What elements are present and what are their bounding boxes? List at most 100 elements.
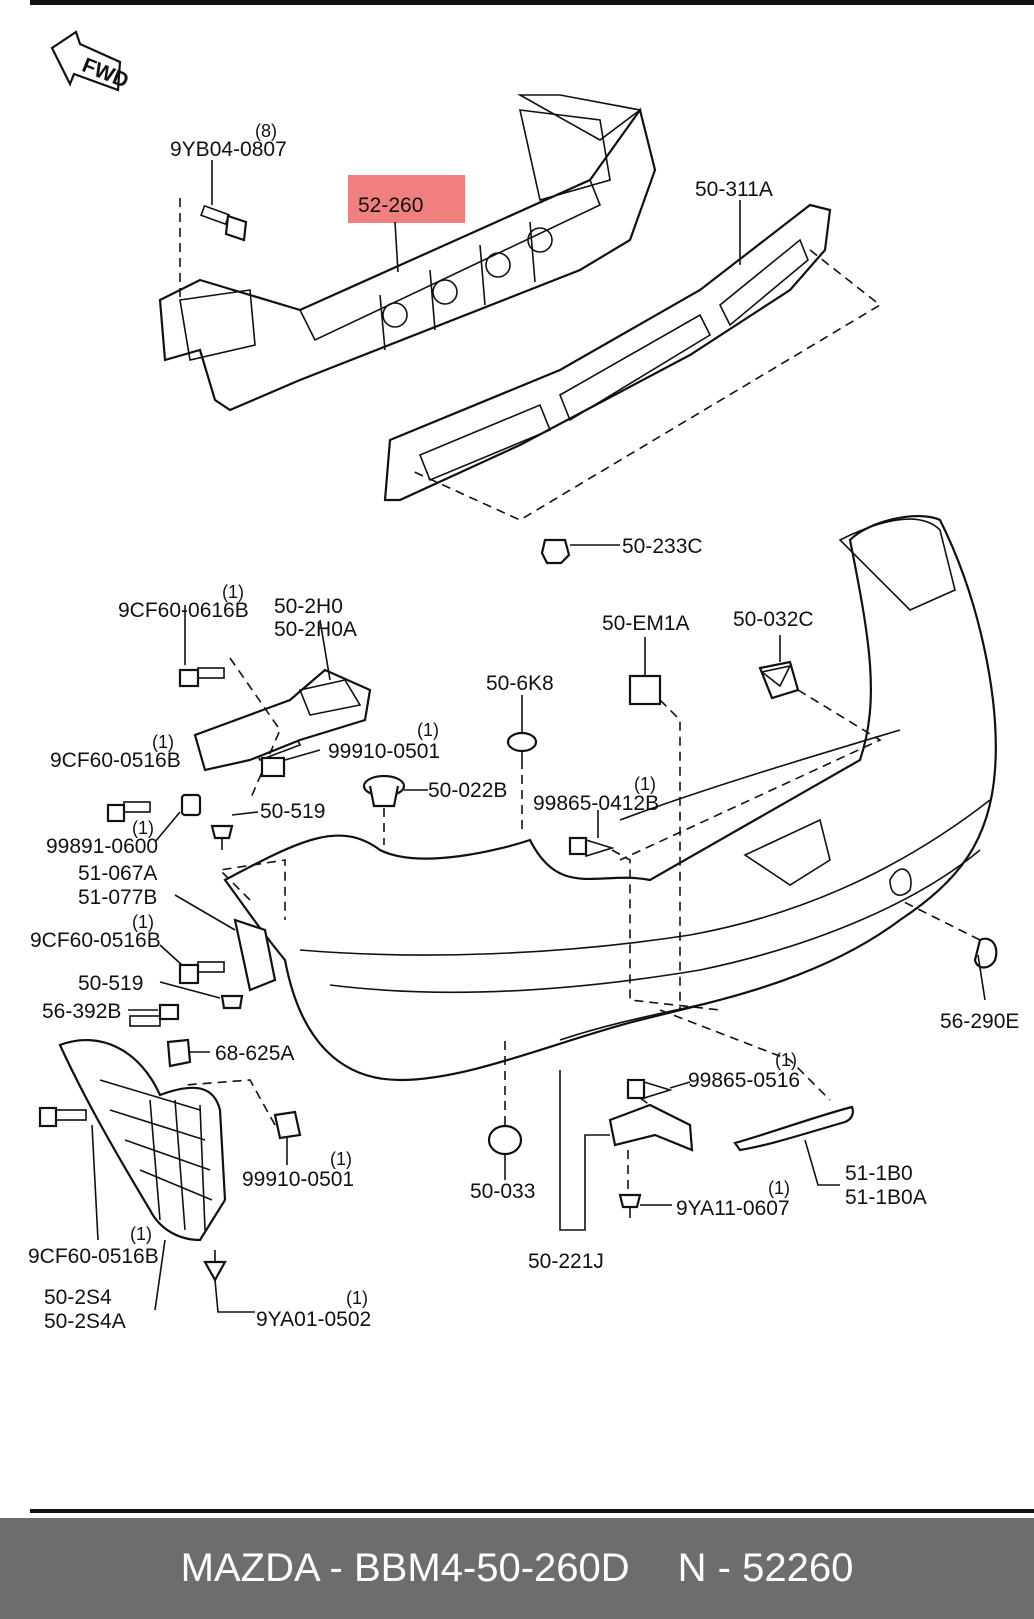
bolt-icon <box>178 667 225 688</box>
stay-bracket-part <box>608 1103 694 1152</box>
screw-icon <box>203 1250 227 1283</box>
part-code-label: 99910-0501 <box>242 1168 354 1191</box>
grommet-icon <box>220 994 244 1010</box>
splash-shield-part <box>58 1039 227 1242</box>
part-code-label: 50-033 <box>470 1180 535 1203</box>
qty-label: (1) <box>130 1224 152 1244</box>
part-code-label: 56-392B <box>42 1000 121 1023</box>
nut-icon <box>180 793 202 817</box>
bottom-border <box>30 1509 1034 1513</box>
top-border <box>30 0 1034 5</box>
qty-label: (1) <box>634 774 656 794</box>
part-code-label: 50-519 <box>78 972 143 995</box>
qty-label: (1) <box>222 582 244 602</box>
callout-9cf60-0516b-b: (1) 9CF60-0516B <box>30 912 161 952</box>
qty-label: (1) <box>152 732 174 752</box>
part-code-label: 9CF60-0516B <box>50 749 181 772</box>
callout-9yb04-0807: (8) 9YB04-0807 <box>170 121 287 161</box>
label-plate-part <box>628 674 662 706</box>
bolt-icon <box>200 204 248 242</box>
fwd-arrow-icon: FWD <box>50 30 132 93</box>
callout-99910-0501-b: (1) 99910-0501 <box>242 1149 354 1191</box>
screw-icon <box>618 1193 642 1218</box>
qty-label: (1) <box>417 720 439 740</box>
callout-9cf60-0516b-c: (1) 9CF60-0516B <box>28 1224 159 1268</box>
part-code-label: 52-260 <box>358 194 423 217</box>
callout-50-519-b: 50-519 <box>78 972 143 995</box>
bolt-icon <box>38 1106 87 1128</box>
callout-50-em1a: 50-EM1A <box>602 612 690 635</box>
clip-icon <box>273 1110 302 1140</box>
part-code-label: 50-2H0 <box>274 595 343 618</box>
part-code-label: 51-067A <box>78 862 157 885</box>
bolt-icon <box>178 961 225 985</box>
qty-label: (1) <box>768 1178 790 1198</box>
part-code-label: 9CF60-0516B <box>30 929 161 952</box>
callout-50-233c: 50-233C <box>622 535 703 558</box>
callout-50-2s4: 50-2S4 50-2S4A <box>44 1286 126 1333</box>
callout-99910-0501-a: (1) 99910-0501 <box>328 720 440 763</box>
retainer-icon <box>758 660 800 700</box>
callout-68-625a: 68-625A <box>215 1042 294 1065</box>
part-code-label: 9YA11-0607 <box>676 1197 790 1220</box>
energy-absorber-part <box>383 203 832 502</box>
clip-icon <box>166 1038 192 1068</box>
part-code-label-alt: 50-2S4A <box>44 1310 126 1333</box>
part-code-label: 99865-0516 <box>688 1069 800 1092</box>
part-code-label: 99910-0501 <box>328 740 440 763</box>
callout-9cf60-0516b-a: (1) 9CF60-0516B <box>50 732 181 772</box>
part-code-label: 50-519 <box>260 800 325 823</box>
callout-52-260: 52-260 <box>358 194 423 217</box>
part-code-label: 9CF60-0516B <box>28 1245 159 1268</box>
callout-56-290e: 56-290E <box>940 1010 1019 1033</box>
part-code-label: 50-EM1A <box>602 612 690 635</box>
qty-label: (1) <box>775 1050 797 1070</box>
footer-part-number: MAZDA - BBM4-50-260D <box>180 1546 630 1590</box>
callout-50-221j: 50-221J <box>528 1250 604 1273</box>
part-code-label: 51-1B0 <box>845 1162 913 1185</box>
plug-icon <box>362 774 406 808</box>
callout-9ya11-0607: (1) 9YA11-0607 <box>676 1178 790 1220</box>
grommet-icon <box>506 731 538 760</box>
bolt-icon <box>106 801 151 823</box>
footer-banner: MAZDA - BBM4-50-260D N - 52260 <box>0 1518 1034 1619</box>
bolt-icon <box>626 1078 673 1100</box>
footer-ref-number: N - 52260 <box>677 1546 854 1590</box>
clip-icon <box>260 756 286 778</box>
parts-diagram: FWD <box>28 30 1019 1333</box>
reflector-part <box>733 1105 854 1152</box>
callout-50-022b: 50-022B <box>428 779 507 802</box>
part-code-label: 50-311A <box>695 178 773 201</box>
highlight-box <box>348 175 465 223</box>
callout-50-2h0: 50-2H0 50-2H0A <box>274 595 357 641</box>
part-code-label: 9CF60-0616B <box>118 599 249 622</box>
callout-50-6k8: 50-6K8 <box>486 672 554 695</box>
callout-50-032c: 50-032C <box>733 608 814 631</box>
part-code-label-alt: 50-2H0A <box>274 618 357 641</box>
qty-label: (1) <box>346 1288 368 1308</box>
qty-label: (1) <box>132 912 154 932</box>
side-bracket-part <box>193 668 372 772</box>
part-code-label: 50-032C <box>733 608 814 631</box>
part-code-label: 56-290E <box>940 1010 1019 1033</box>
screw-icon <box>129 1003 180 1027</box>
part-code-label-alt: 51-1B0A <box>845 1186 927 1209</box>
plug-icon <box>487 1124 523 1156</box>
qty-label: (1) <box>330 1149 352 1169</box>
callout-99865-0516: (1) 99865-0516 <box>688 1050 800 1092</box>
qty-label: (1) <box>132 818 154 838</box>
qty-label: (8) <box>255 121 277 141</box>
callout-9ya01-0502: (1) 9YA01-0502 <box>256 1288 371 1331</box>
bumper-fascia-part <box>223 514 997 1082</box>
bumper-reinforcement-part <box>158 94 657 412</box>
callout-50-519-a: 50-519 <box>260 800 325 823</box>
part-code-label: 9YB04-0807 <box>170 138 287 161</box>
part-code-label: 50-2S4 <box>44 1286 112 1309</box>
callout-51-067a: 51-067A 51-077B <box>78 862 157 909</box>
part-code-label: 50-022B <box>428 779 507 802</box>
part-code-label: 50-233C <box>622 535 703 558</box>
bolt-icon <box>568 836 615 858</box>
callout-51-1b0: 51-1B0 51-1B0A <box>845 1162 927 1209</box>
part-code-label: 50-6K8 <box>486 672 554 695</box>
callout-9cf60-0616b: (1) 9CF60-0616B <box>118 582 249 622</box>
